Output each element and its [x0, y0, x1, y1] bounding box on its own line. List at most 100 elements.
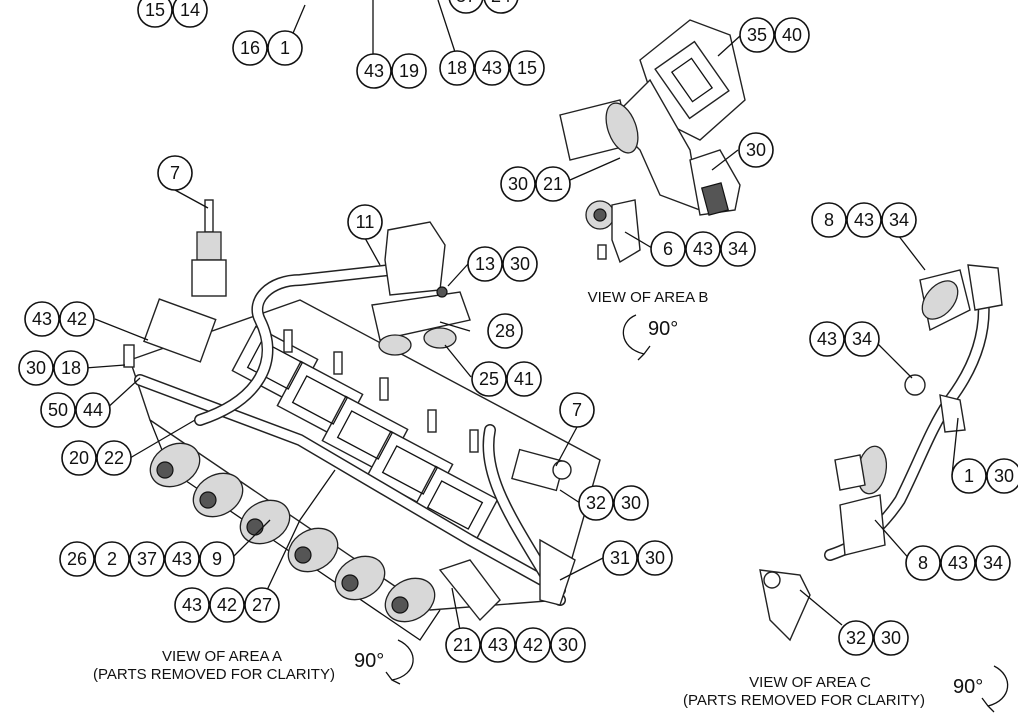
callout-number: 43 [32, 309, 52, 329]
callout-number: 34 [728, 239, 748, 259]
callout-bubble [244, 587, 280, 623]
solenoids [149, 442, 436, 623]
callout-bubble [199, 541, 235, 577]
callout-bubble [940, 545, 976, 581]
callout-number: 1 [964, 466, 974, 486]
callout-bubble [209, 587, 245, 623]
area-b-title: VIEW OF AREA B [588, 289, 709, 306]
callout-bubble [613, 485, 649, 521]
captions: VIEW OF AREA A (PARTS REMOVED FOR CLARIT… [93, 289, 1009, 713]
callout-bubble [347, 204, 383, 240]
callout-number: 42 [523, 635, 543, 655]
callout-number: 18 [447, 58, 467, 78]
callout-number: 34 [983, 553, 1003, 573]
callout-number: 40 [782, 25, 802, 45]
callout-bubble [637, 540, 673, 576]
callout-number: 30 [645, 548, 665, 568]
area-c-subtitle: (PARTS REMOVED FOR CLARITY) [683, 692, 925, 709]
callout-bubble [844, 321, 880, 357]
callout-bubble [535, 166, 571, 202]
callout-bubble [467, 246, 503, 282]
callout-bubble [137, 0, 173, 28]
callout-bubble [720, 231, 756, 267]
callout-number: 20 [69, 448, 89, 468]
callout-bubble [487, 313, 523, 349]
callout-number: 8 [918, 553, 928, 573]
callout-bubble [94, 541, 130, 577]
callout-c04: 3724 [448, 0, 519, 14]
callout-number: 30 [621, 493, 641, 513]
callout-number: 30 [881, 628, 901, 648]
callout-group: 1514161431937241843153540303021643347111… [18, 0, 1018, 663]
callout-number: 18 [61, 358, 81, 378]
callout-c16: 30 18 [18, 350, 89, 386]
callout-number: 28 [495, 321, 515, 341]
callout-bubble [483, 0, 519, 14]
callout-number: 2 [107, 549, 117, 569]
callout-number: 42 [67, 309, 87, 329]
callout-number: 30 [510, 254, 530, 274]
callout-number: 34 [889, 210, 909, 230]
callout-bubble [129, 541, 165, 577]
callout-number: 30 [26, 358, 46, 378]
callout-number: 25 [479, 369, 499, 389]
callout-bubble [846, 202, 882, 238]
callout-bubble [59, 301, 95, 337]
callout-c06: 35 40 [739, 17, 810, 53]
callout-bubble [480, 627, 516, 663]
callout-number: 13 [475, 254, 495, 274]
callout-bubble [986, 458, 1018, 494]
callout-bubble [975, 545, 1011, 581]
callout-number: 43 [817, 329, 837, 349]
callout-bubble [157, 155, 193, 191]
callout-bubble [439, 50, 475, 86]
callout-bubble [391, 53, 427, 89]
callout-number: 50 [48, 400, 68, 420]
callout-number: 19 [399, 61, 419, 81]
callout-number: 30 [994, 466, 1014, 486]
callout-number: 8 [824, 210, 834, 230]
studs [123, 329, 479, 453]
area-c-title: VIEW OF AREA C [749, 674, 871, 691]
callout-number: 15 [145, 0, 165, 20]
callout-bubble [578, 485, 614, 521]
area-b-rotate-arrow-icon [622, 314, 651, 361]
callout-c07: 30 [738, 132, 774, 168]
callout-number: 35 [747, 25, 767, 45]
callout-c11: 11 [347, 204, 383, 240]
callout-bubble [18, 350, 54, 386]
callout-bubble [502, 246, 538, 282]
callout-number: 21 [453, 635, 473, 655]
callout-bubble [650, 231, 686, 267]
callout-c19: 7 [559, 392, 595, 428]
callout-c15: 43 42 [24, 301, 95, 337]
callout-bubble [164, 541, 200, 577]
callout-number: 43 [693, 239, 713, 259]
callout-number: 43 [182, 595, 202, 615]
callout-number: 16 [240, 38, 260, 58]
callout-number: 11 [356, 212, 375, 232]
area-a-rotation: 90° [354, 650, 384, 672]
callout-bubble [738, 132, 774, 168]
callout-c12: 13 30 [467, 246, 538, 282]
area-a-subtitle: (PARTS REMOVED FOR CLARITY) [93, 666, 335, 683]
callout-bubble [24, 301, 60, 337]
callout-c10: 7 [157, 155, 193, 191]
callout-bubble [685, 231, 721, 267]
callout-bubble [174, 587, 210, 623]
area-a-assembly [123, 199, 601, 641]
callout-bubble [40, 392, 76, 428]
callout-bubble [448, 0, 484, 14]
callout-bubble [774, 17, 810, 53]
callout-number: 14 [180, 0, 200, 20]
callout-number: 32 [846, 628, 866, 648]
